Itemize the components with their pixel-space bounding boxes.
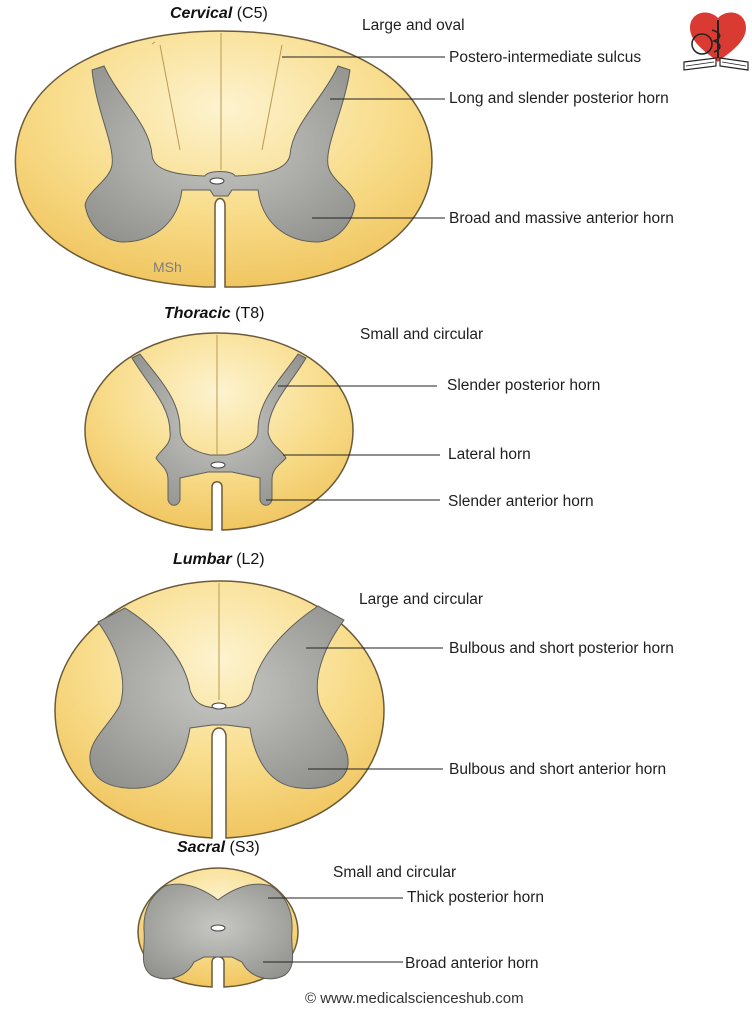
thoracic-label-posterior-horn: Slender posterior horn bbox=[447, 377, 601, 394]
watermark-msh: MSh bbox=[153, 259, 182, 275]
thoracic-central-canal bbox=[210, 461, 226, 469]
heart-caduceus-book-icon bbox=[683, 12, 749, 71]
section-name: Thoracic bbox=[164, 305, 231, 322]
lumbar-title: Lumbar (L2) bbox=[173, 551, 265, 569]
cervical-white-matter bbox=[14, 30, 433, 288]
section-code: (L2) bbox=[236, 551, 265, 568]
sacral-cross-section bbox=[137, 867, 403, 988]
sacral-central-canal bbox=[210, 924, 226, 932]
section-code: (T8) bbox=[235, 305, 265, 322]
thoracic-cross-section bbox=[84, 332, 440, 531]
cervical-label-posterior-horn: Long and slender posterior horn bbox=[449, 90, 669, 107]
section-code: (S3) bbox=[229, 839, 260, 856]
copyright-text: © www.medicalscienceshub.com bbox=[305, 990, 524, 1007]
cervical-septum-lines bbox=[151, 33, 283, 170]
cervical-title: Cervical (C5) bbox=[170, 5, 268, 23]
cervical-label-anterior-horn: Broad and massive anterior horn bbox=[449, 210, 674, 227]
thoracic-grey-matter bbox=[131, 353, 307, 506]
cervical-shape-label: Large and oval bbox=[362, 17, 465, 34]
section-name: Lumbar bbox=[173, 551, 232, 568]
sacral-title: Sacral (S3) bbox=[177, 839, 260, 857]
cervical-central-canal bbox=[209, 177, 225, 185]
section-name: Sacral bbox=[177, 839, 226, 856]
section-code: (C5) bbox=[236, 5, 268, 22]
thoracic-shape-label: Small and circular bbox=[360, 326, 484, 343]
thoracic-label-lateral-horn: Lateral horn bbox=[448, 446, 531, 463]
lumbar-label-anterior-horn: Bulbous and short anterior horn bbox=[449, 761, 667, 778]
cervical-grey-matter bbox=[84, 65, 356, 243]
thoracic-label-anterior-horn: Slender anterior horn bbox=[448, 493, 594, 510]
lumbar-label-posterior-horn: Bulbous and short posterior horn bbox=[449, 640, 674, 657]
lumbar-cross-section bbox=[54, 580, 443, 839]
lumbar-shape-label: Large and circular bbox=[359, 591, 484, 608]
sacral-shape-label: Small and circular bbox=[333, 864, 457, 881]
thoracic-title: Thoracic (T8) bbox=[164, 305, 264, 323]
section-name: Cervical bbox=[170, 5, 233, 22]
sacral-label-anterior-horn: Broad anterior horn bbox=[405, 955, 539, 972]
sacral-label-posterior-horn: Thick posterior horn bbox=[407, 889, 544, 906]
cervical-label-sulcus: Postero-intermediate sulcus bbox=[449, 49, 642, 66]
lumbar-central-canal bbox=[211, 702, 227, 710]
cervical-cross-section bbox=[14, 30, 445, 288]
